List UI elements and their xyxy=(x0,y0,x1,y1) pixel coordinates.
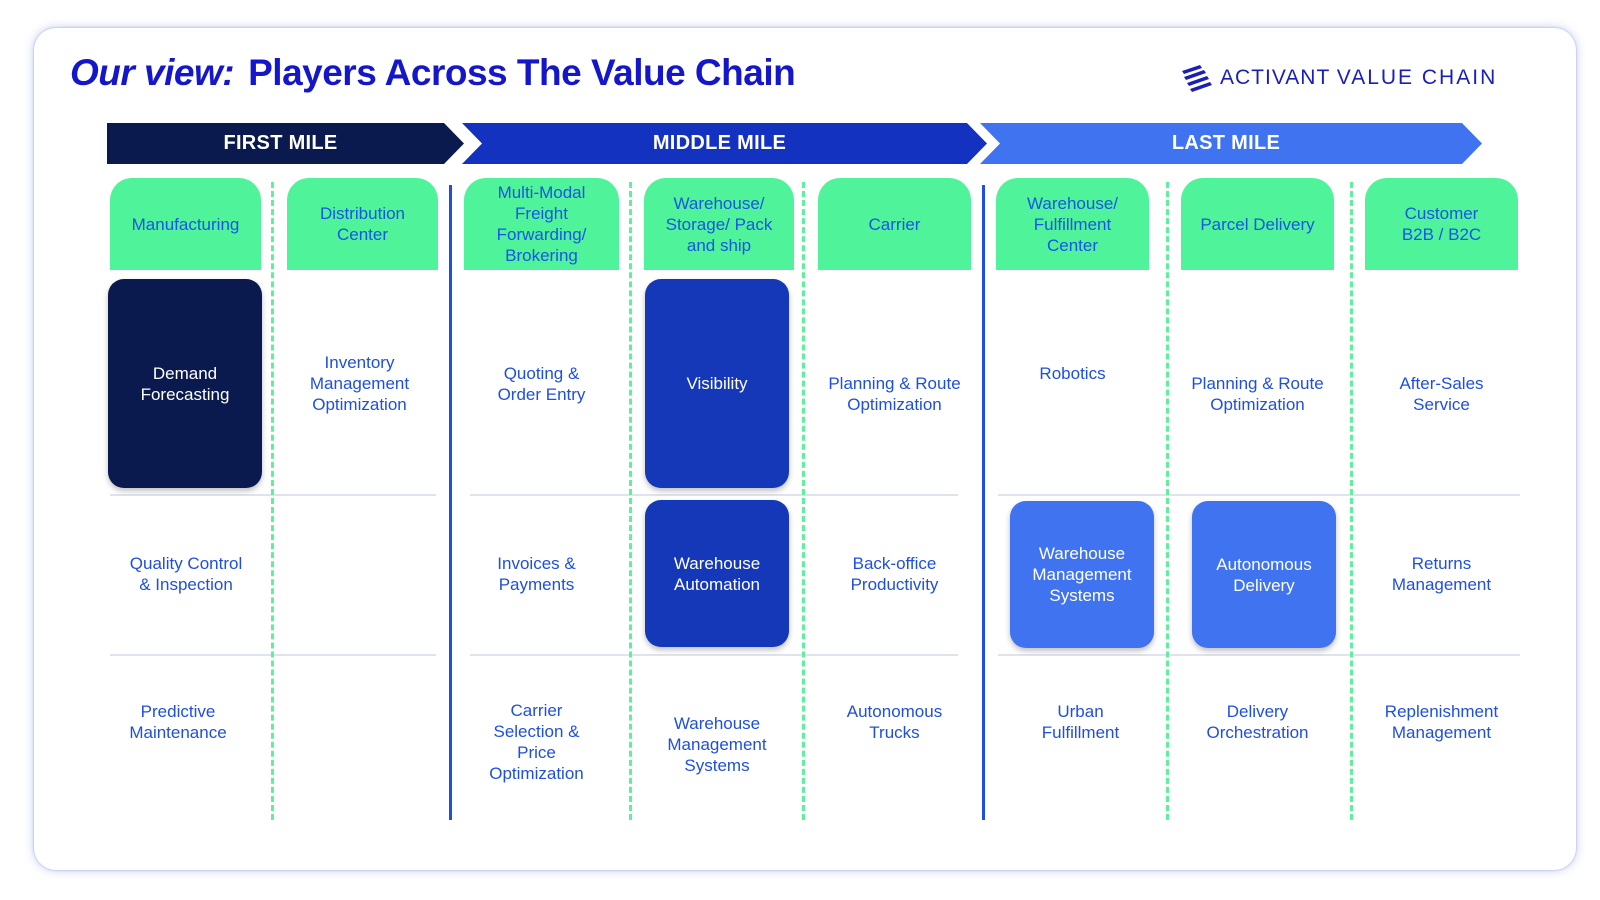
column-header-freight-forwarding: Multi-Modal Freight Forwarding/ Brokerin… xyxy=(464,178,619,270)
page-title: Our view: Players Across The Value Chain xyxy=(70,52,796,98)
cell-returns-management: Returns Management xyxy=(1391,554,1492,594)
cell-delivery-orchestration: Delivery Orchestration xyxy=(1206,702,1309,742)
cell-quoting-order-entry: Quoting & Order Entry xyxy=(497,363,586,404)
cell-autonomous-delivery: Autonomous Delivery xyxy=(1192,501,1336,648)
column-header-warehouse-fulfillment: Warehouse/ Fulfillment Center xyxy=(996,178,1149,270)
row-divider xyxy=(470,654,958,656)
cell-invoices-payments: Invoices & Payments xyxy=(497,554,576,594)
column-header-distribution-center: Distribution Center xyxy=(287,178,438,270)
column-divider xyxy=(629,182,632,820)
cell-warehouse-management-systems-middlemile: Warehouse Management Systems xyxy=(667,713,767,775)
title-main: Players Across The Value Chain xyxy=(248,52,796,93)
cell-back-office-productivity: Back-office Productivity xyxy=(850,554,939,594)
section-divider xyxy=(982,185,985,820)
cell-visibility: Visibility xyxy=(645,279,789,488)
cell-autonomous-trucks: Autonomous Trucks xyxy=(846,702,943,742)
activant-logo: ACTIVANT VALUE CHAIN xyxy=(1180,58,1497,98)
cell-planning-route-optimization-carrier: Planning & Route Optimization xyxy=(828,373,961,414)
band-last-mile: LAST MILE xyxy=(980,123,1482,164)
column-divider xyxy=(1350,182,1353,820)
column-divider xyxy=(271,182,274,820)
row-divider xyxy=(998,494,1520,496)
band-last-mile-label: LAST MILE xyxy=(1171,132,1281,154)
section-divider xyxy=(449,185,452,820)
cell-demand-forecasting: Demand Forecasting xyxy=(108,279,262,488)
row-divider xyxy=(470,494,958,496)
slide-card xyxy=(34,28,1576,870)
title-italic: Our view: xyxy=(70,52,235,93)
cell-predictive-maintenance: Predictive Maintenance xyxy=(129,702,227,742)
band-middle-mile: MIDDLE MILE xyxy=(462,123,987,164)
cell-robotics: Robotics xyxy=(1039,364,1106,383)
logo-text-bold: ACTIVANT xyxy=(1220,66,1330,89)
activant-logo-icon xyxy=(1182,65,1212,92)
cell-quality-control-inspection: Quality Control & Inspection xyxy=(129,554,243,594)
band-first-mile-label: FIRST MILE xyxy=(223,132,338,154)
cell-carrier-selection-price-optimization: Carrier Selection & Price Optimization xyxy=(489,701,584,783)
cell-warehouse-automation: Warehouse Automation xyxy=(645,500,789,647)
row-divider xyxy=(998,654,1520,656)
column-divider xyxy=(1166,182,1169,820)
cell-inventory-management-optimization: Inventory Management Optimization xyxy=(309,353,410,414)
column-header-carrier: Carrier xyxy=(818,178,971,270)
column-divider xyxy=(802,182,805,820)
cell-replenishment-management: Replenishment Management xyxy=(1384,702,1499,742)
cell-warehouse-management-systems-lastmile: Warehouse Management Systems xyxy=(1010,501,1154,648)
band-first-mile: FIRST MILE xyxy=(107,123,464,164)
column-header-warehouse-storage: Warehouse/ Storage/ Pack and ship xyxy=(644,178,794,270)
logo-text-light: VALUE CHAIN xyxy=(1336,66,1498,89)
cell-after-sales-service: After-Sales Service xyxy=(1399,373,1484,414)
cell-planning-route-optimization-parcel: Planning & Route Optimization xyxy=(1191,373,1324,414)
column-header-customer: Customer B2B / B2C xyxy=(1365,178,1518,270)
cell-urban-fulfillment: Urban Fulfillment xyxy=(1041,702,1120,742)
column-header-parcel-delivery: Parcel Delivery xyxy=(1181,178,1334,270)
band-middle-mile-label: MIDDLE MILE xyxy=(652,132,787,154)
column-header-manufacturing: Manufacturing xyxy=(110,178,261,270)
